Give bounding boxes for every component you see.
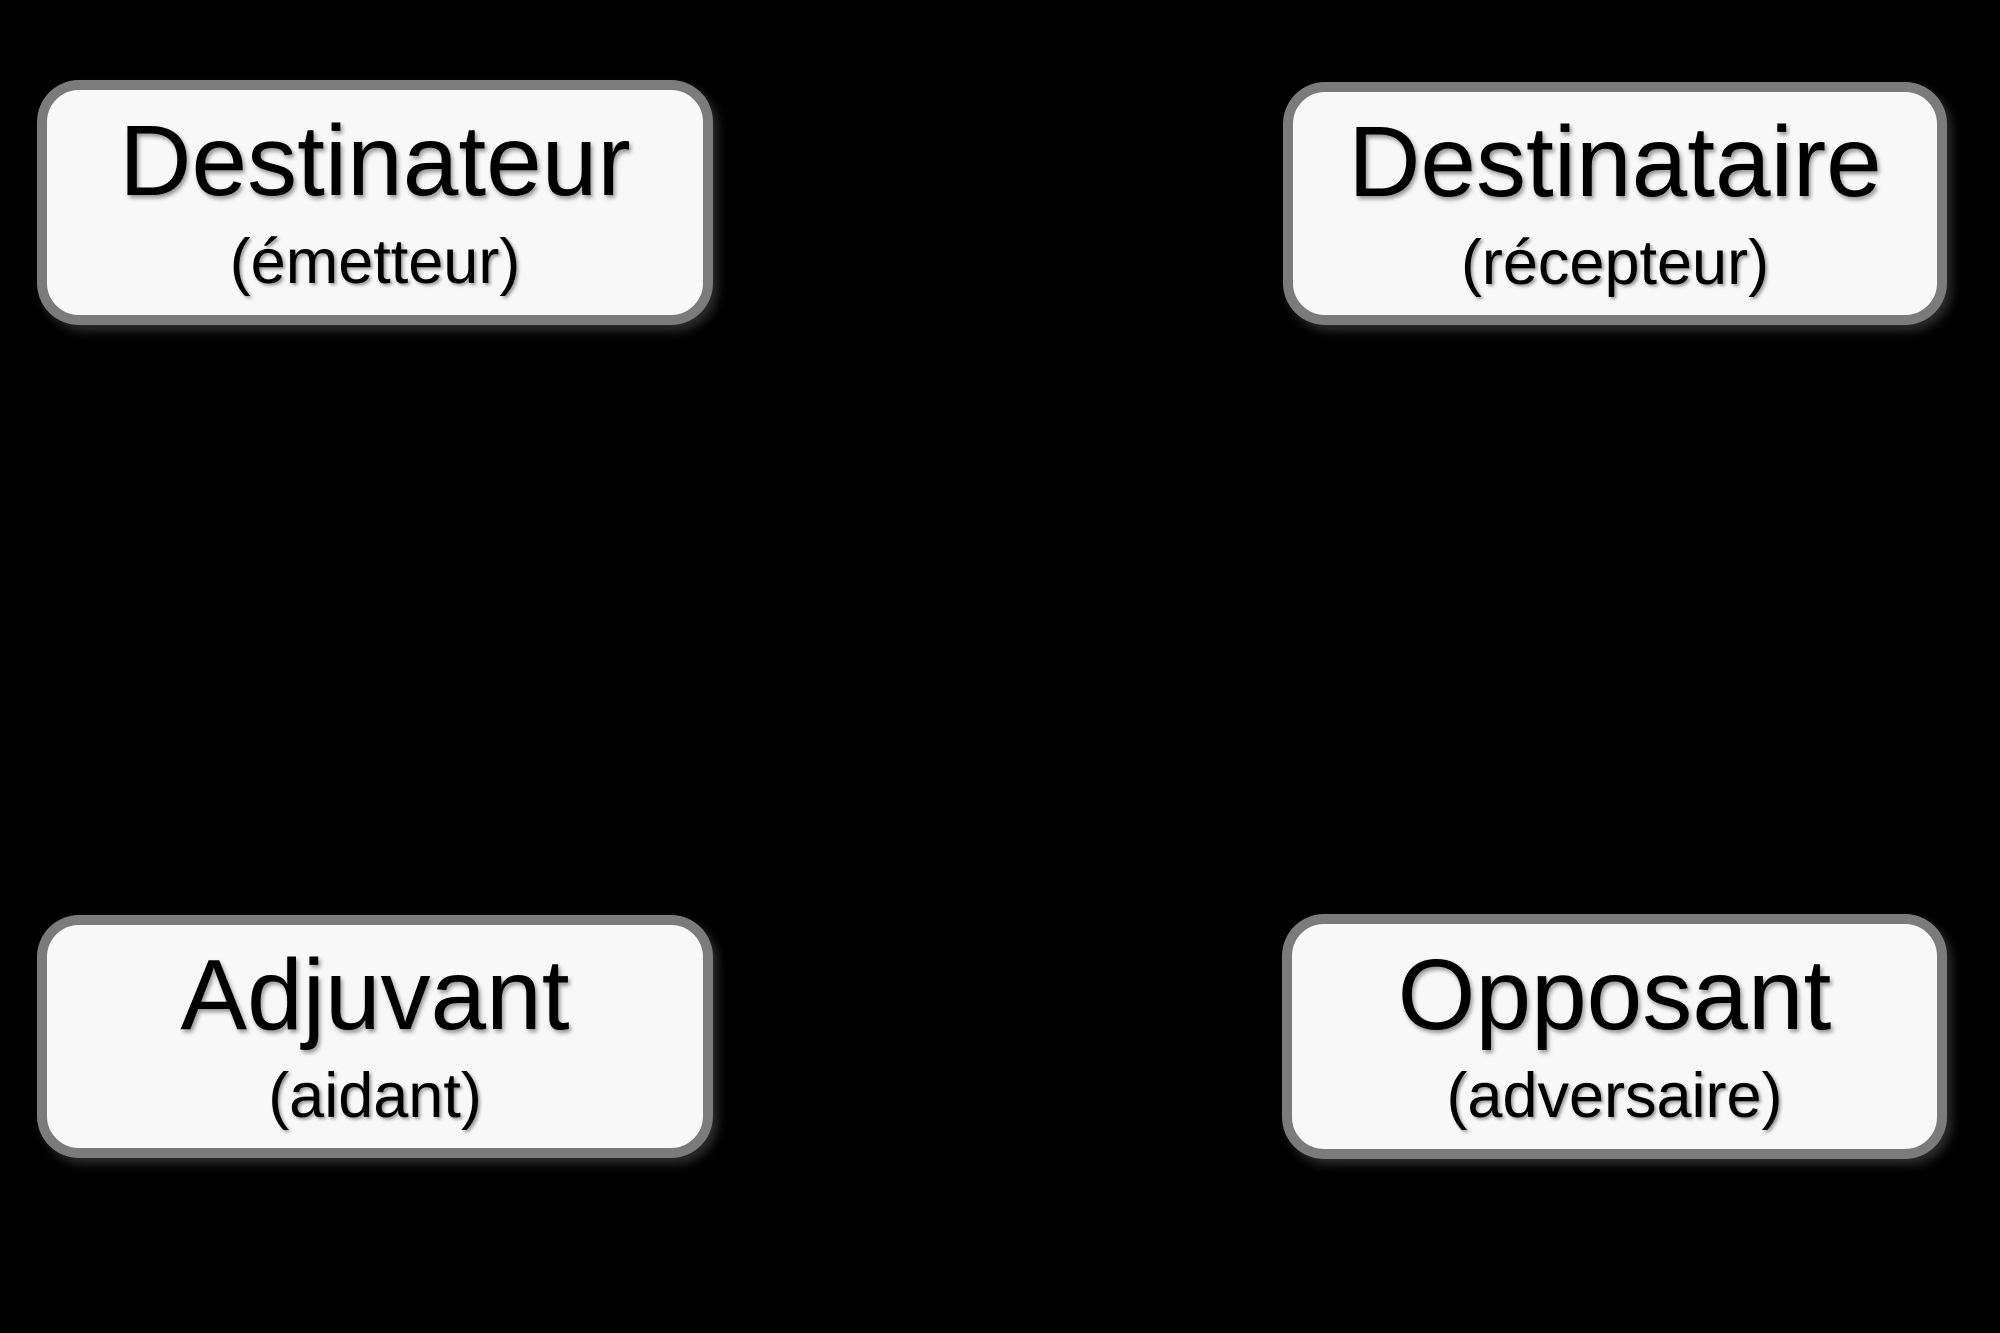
box-adjuvant-title: Adjuvant [180, 939, 570, 1051]
box-opposant-title: Opposant [1397, 939, 1832, 1051]
box-adjuvant-subtitle: (aidant) [268, 1061, 482, 1131]
box-destinateur-title: Destinateur [119, 105, 631, 217]
box-adjuvant: Adjuvant (aidant) [37, 915, 713, 1158]
box-destinataire-title: Destinataire [1348, 106, 1882, 218]
box-opposant: Opposant (adversaire) [1282, 914, 1947, 1159]
box-destinataire-subtitle: (récepteur) [1460, 228, 1770, 298]
box-destinateur: Destinateur (émetteur) [37, 80, 713, 325]
box-destinateur-subtitle: (émetteur) [229, 227, 521, 297]
box-destinataire: Destinataire (récepteur) [1283, 82, 1947, 325]
box-opposant-subtitle: (adversaire) [1446, 1061, 1783, 1131]
